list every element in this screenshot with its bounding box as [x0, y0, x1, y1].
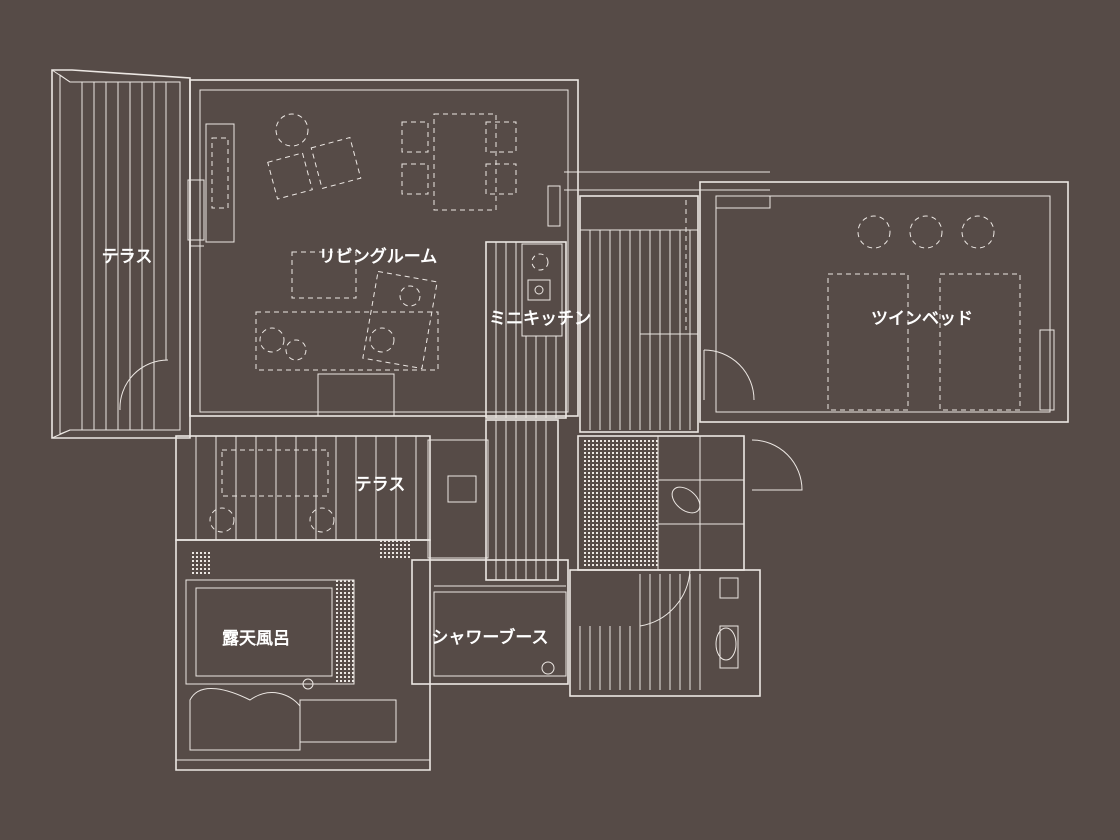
terrace-west-deck [51, 69, 191, 439]
shower-booth-label: シャワーブース [431, 627, 548, 648]
terrace-south-label: テラス [355, 475, 406, 495]
washroom [569, 435, 803, 697]
mini-kitchen-label: ミニキッチン [489, 309, 591, 329]
living-room [187, 79, 579, 417]
shower-booth [411, 559, 569, 685]
outdoor-bath [175, 539, 431, 771]
central-corridor [564, 171, 770, 433]
living-room-label: リビングルーム [319, 246, 438, 267]
twin-bed-room [699, 181, 1069, 423]
center-deck [485, 419, 559, 581]
terrace-south-deck [175, 435, 489, 559]
mini-kitchen [485, 241, 567, 419]
twin-bed-label: ツインベッド [871, 309, 973, 329]
terrace-west-label: テラス [102, 247, 153, 267]
outdoor-bath-label: 露天風呂 [222, 629, 290, 649]
